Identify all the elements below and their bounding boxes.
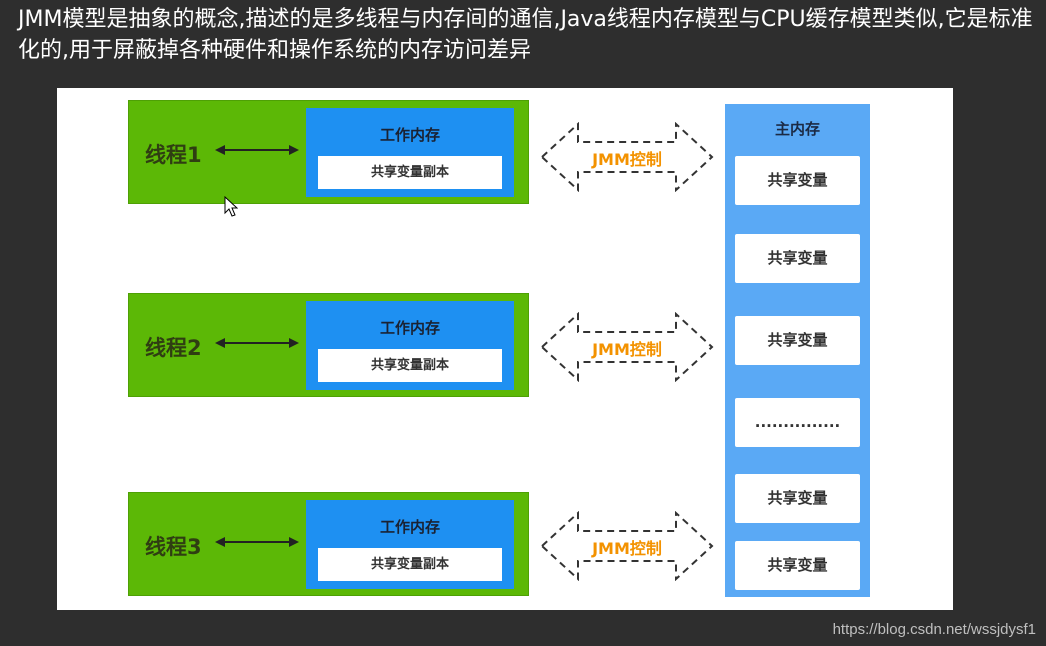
bidirectional-arrow-icon: [215, 338, 299, 348]
work-memory: 工作内存 共享变量副本: [306, 301, 514, 390]
watermark-url: https://blog.csdn.net/wssjdysf1: [832, 621, 1036, 638]
thread-label: 线程2: [145, 336, 202, 360]
work-memory-title: 工作内存: [379, 518, 440, 536]
thread-block-2: 线程2 工作内存 共享变量副本: [128, 293, 529, 397]
jmm-control-label: JMM控制: [592, 539, 662, 558]
work-memory: 工作内存 共享变量副本: [306, 108, 514, 197]
thread-label: 线程1: [145, 143, 202, 167]
dashed-double-arrow-icon: [540, 511, 714, 581]
work-memory-title: 工作内存: [379, 126, 440, 144]
main-memory-title: 主内存: [774, 120, 820, 138]
jmm-diagram: 线程1 工作内存 共享变量副本 线程2 工作内存 共享变量副本 线程3: [57, 88, 953, 610]
work-memory: 工作内存 共享变量副本: [306, 500, 514, 589]
slide-headline: JMM模型是抽象的概念,描述的是多线程与内存间的通信,Java线程内存模型与CP…: [18, 7, 1033, 63]
dashed-double-arrow-icon: [540, 122, 714, 192]
shared-variable: 共享变量: [735, 234, 860, 283]
thread-block-3: 线程3 工作内存 共享变量副本: [128, 492, 529, 596]
shared-variable: 共享变量: [735, 156, 860, 205]
work-memory-title: 工作内存: [379, 319, 440, 337]
shared-variable: 共享变量: [735, 474, 860, 523]
thread-block-1: 线程1 工作内存 共享变量副本: [128, 100, 529, 204]
jmm-control-arrow-3: JMM控制: [540, 511, 714, 581]
jmm-control-label: JMM控制: [592, 150, 662, 169]
bidirectional-arrow-icon: [215, 145, 299, 155]
shared-variable-copy: 共享变量副本: [318, 156, 502, 189]
jmm-control-arrow-2: JMM控制: [540, 312, 714, 382]
ellipsis-placeholder: ...............: [735, 398, 860, 447]
shared-variable-copy: 共享变量副本: [318, 349, 502, 382]
bidirectional-arrow-icon: [215, 537, 299, 547]
dashed-double-arrow-icon: [540, 312, 714, 382]
jmm-control-label: JMM控制: [592, 340, 662, 359]
mouse-pointer-icon: [224, 196, 238, 217]
shared-variable: 共享变量: [735, 541, 860, 590]
shared-variable: 共享变量: [735, 316, 860, 365]
jmm-control-arrow-1: JMM控制: [540, 122, 714, 192]
thread-label: 线程3: [145, 535, 202, 559]
shared-variable-copy: 共享变量副本: [318, 548, 502, 581]
main-memory: 主内存 共享变量 共享变量 共享变量 ............... 共享变量 …: [725, 104, 870, 597]
